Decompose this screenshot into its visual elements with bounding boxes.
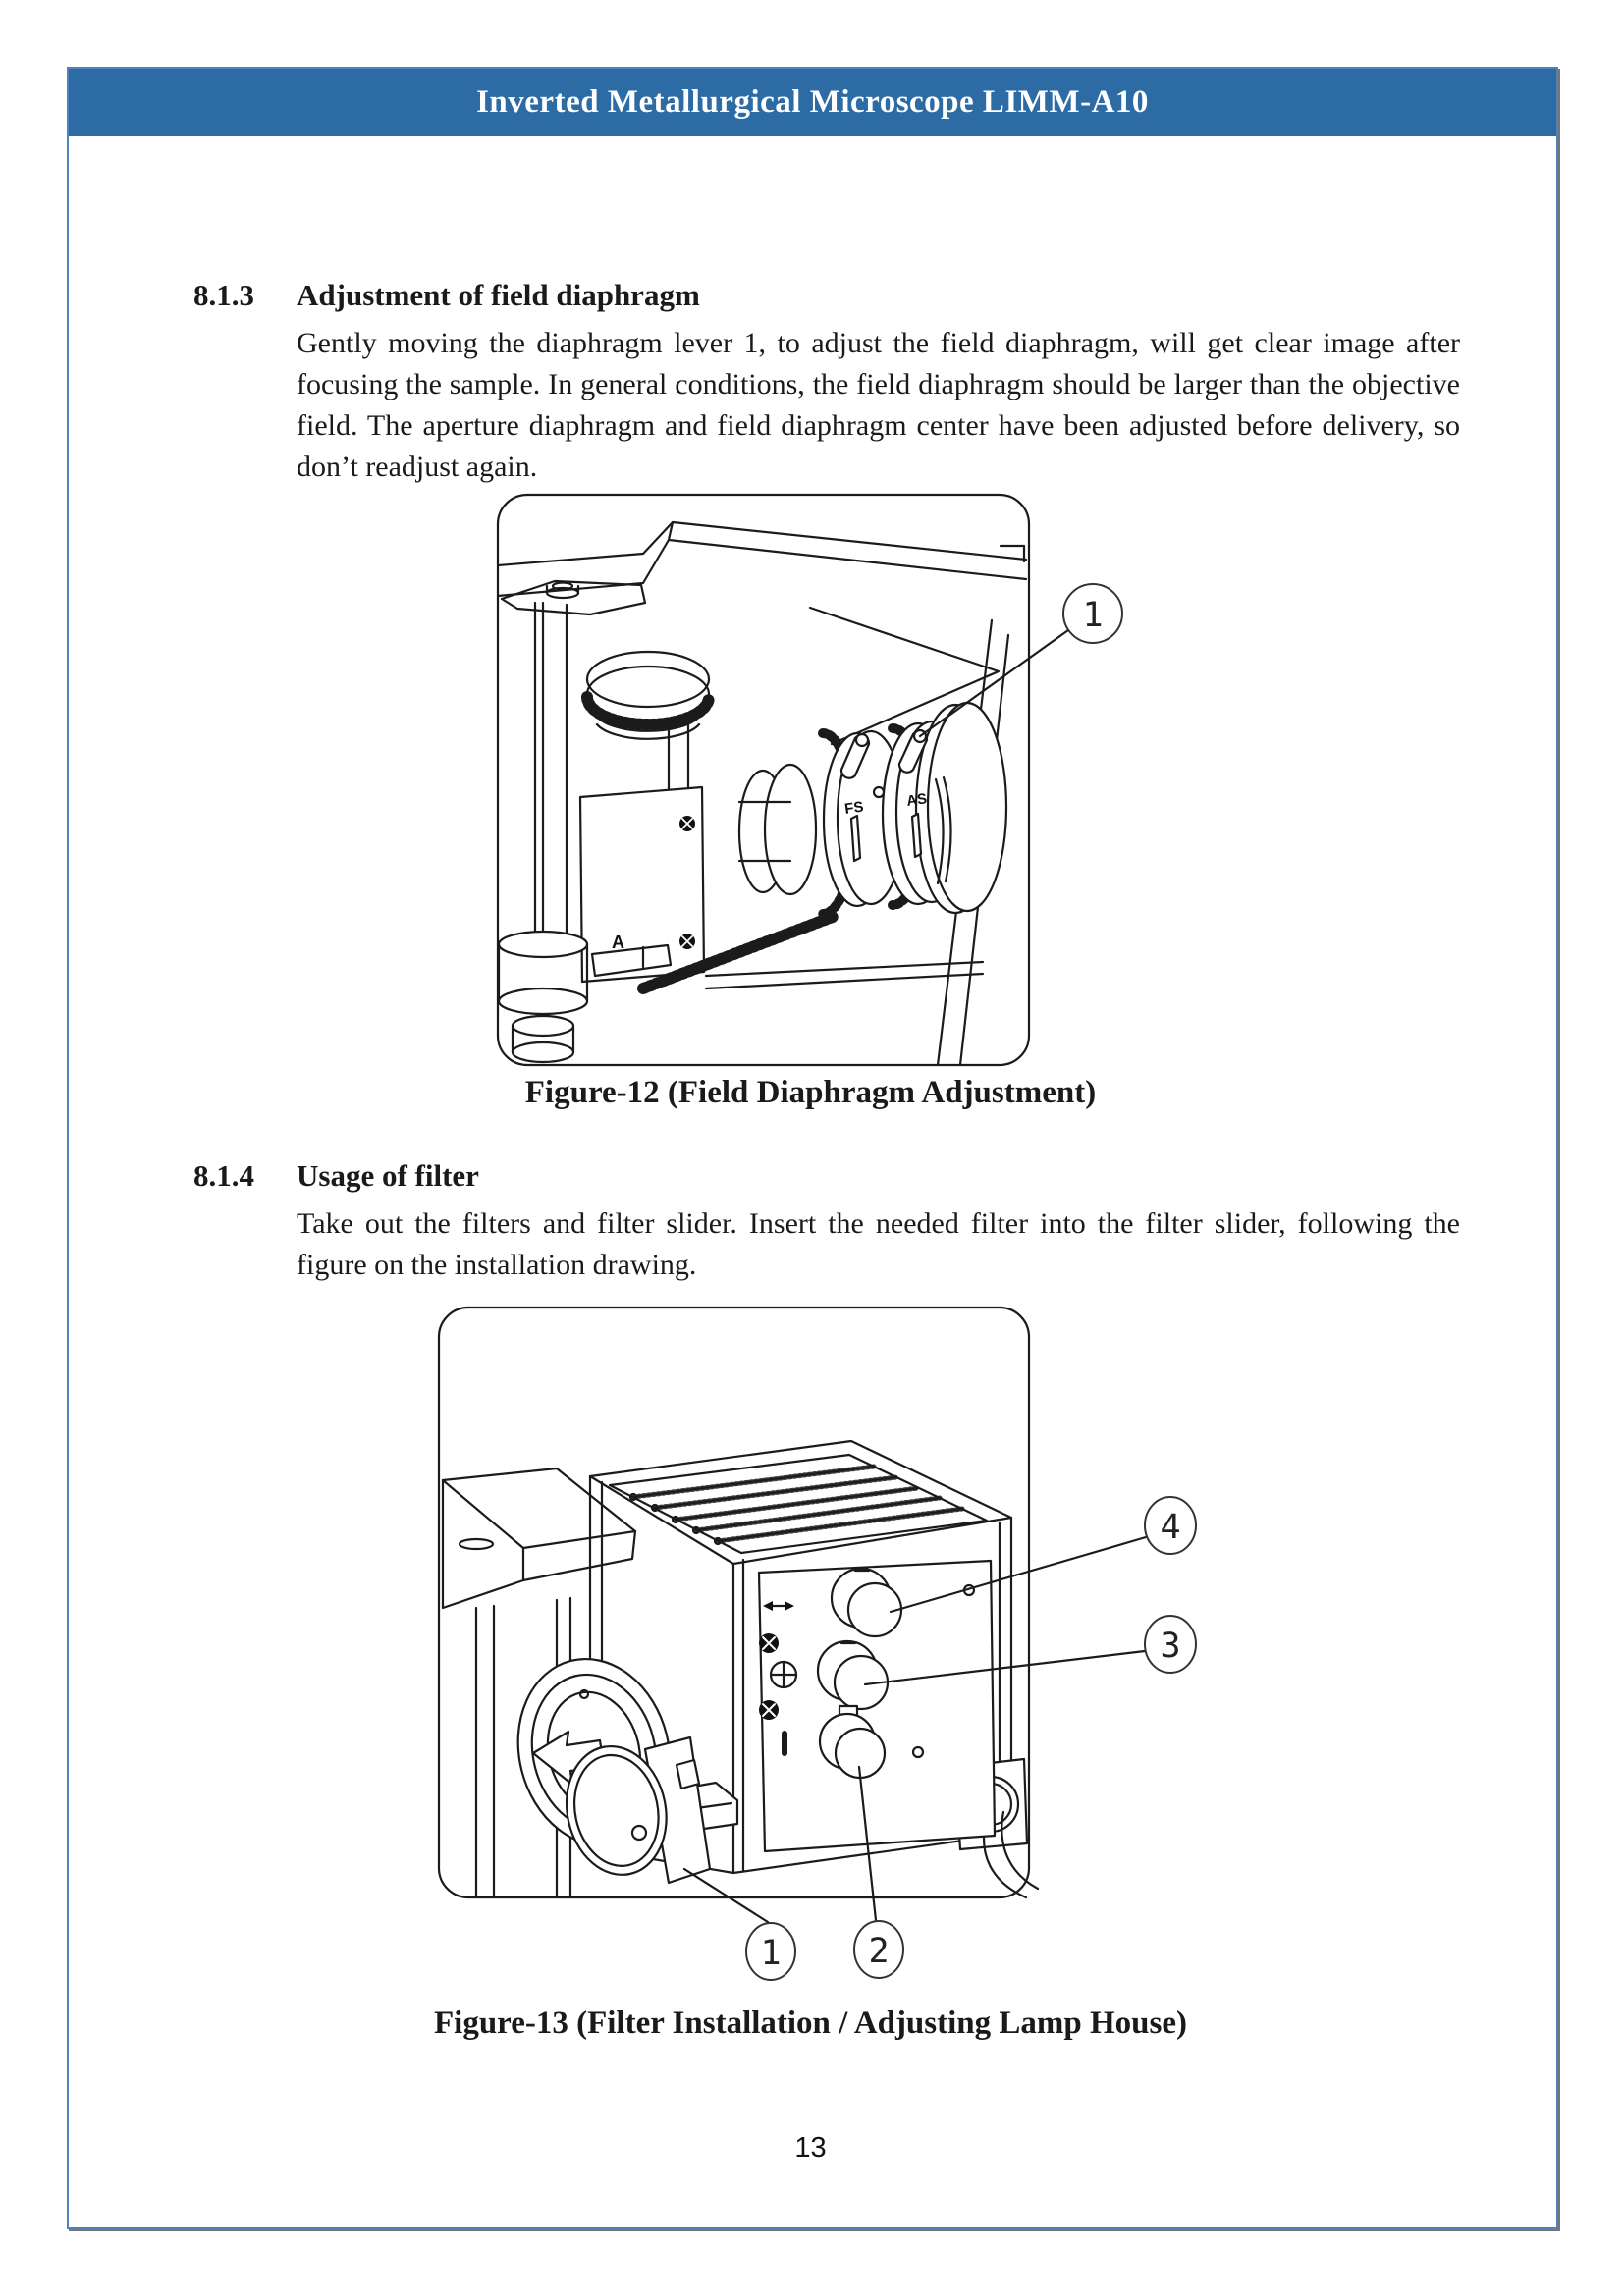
back-plate xyxy=(926,701,1008,913)
arm-beam xyxy=(667,520,1028,581)
curved-slot xyxy=(934,775,952,885)
callout-1-leader xyxy=(682,1867,770,1924)
vent-grille xyxy=(628,1464,965,1546)
roller-bottom xyxy=(497,987,589,1016)
roller-small-bottom xyxy=(511,1041,575,1064)
callout-4-leader xyxy=(889,1535,1148,1614)
gear-axle xyxy=(667,719,690,793)
figure-12-border xyxy=(496,493,1031,1067)
callout-4-label: 4 xyxy=(1160,1508,1180,1547)
callout-1-badge xyxy=(745,1922,796,1981)
support-column xyxy=(533,601,568,938)
mount-plate xyxy=(500,579,647,616)
cap-sides xyxy=(545,584,580,595)
callout-3-badge xyxy=(1144,1615,1197,1674)
section-number-814: 8.1.4 xyxy=(193,1158,254,1193)
slider-hole xyxy=(630,1824,648,1842)
roller-small-sides xyxy=(511,1024,575,1054)
figure-12-drawing: A FS AS 1 xyxy=(496,493,1123,1067)
stand-column xyxy=(474,1596,572,1897)
reflector-plate xyxy=(808,606,1001,746)
gear-top xyxy=(585,650,711,709)
label-fs: FS xyxy=(843,798,864,818)
section-heading-813: Adjustment of field diaphragm xyxy=(297,278,700,312)
base-lines xyxy=(704,960,985,990)
section-number-813: 8.1.3 xyxy=(193,278,254,312)
index-dot xyxy=(872,785,886,799)
panel-icons xyxy=(759,1601,798,1756)
lower-ring xyxy=(595,715,701,740)
callout-1-leader xyxy=(918,628,1070,738)
screw-slot xyxy=(681,935,693,947)
page-title: Inverted Metallurgical Microscope LIMM-A… xyxy=(476,84,1149,120)
section-body-813: Gently moving the diaphragm lever 1, to … xyxy=(297,327,1460,483)
screw-slot xyxy=(681,818,693,829)
barrel-dot xyxy=(578,1688,590,1700)
page-frame: Inverted Metallurgical Microscope LIMM-A… xyxy=(67,67,1558,2229)
tube-collar xyxy=(763,763,818,896)
diaphragm-box xyxy=(578,785,706,984)
callout-3-leader xyxy=(863,1649,1147,1686)
knurled-strip xyxy=(637,911,839,994)
gear-teeth xyxy=(581,691,715,730)
callout-1-label: 1 xyxy=(1082,596,1103,635)
slider-notch xyxy=(675,1758,701,1790)
callout-1-label: 1 xyxy=(760,1934,781,1973)
filter-slider-head xyxy=(565,1744,668,1876)
callout-2-label: 2 xyxy=(868,1932,889,1971)
arm-band xyxy=(496,520,675,598)
callout-2-badge xyxy=(853,1920,904,1979)
plate-hole xyxy=(458,1537,495,1551)
slider-tab xyxy=(590,943,673,978)
tube-lines xyxy=(737,800,792,863)
section-heading-814: Usage of filter xyxy=(297,1158,479,1193)
label-as: AS xyxy=(905,790,928,810)
fs-lever-cap xyxy=(854,732,870,748)
control-panel xyxy=(757,1559,997,1853)
fs-slot xyxy=(849,814,862,863)
section-body-814: Take out the filters and filter slider. … xyxy=(297,1207,1460,1281)
figure-12-caption: Figure-12 (Field Diaphragm Adjustment) xyxy=(524,1075,1097,1110)
cap-top xyxy=(551,581,574,591)
panel-screw-hole xyxy=(911,1745,925,1759)
figure-13-border xyxy=(437,1306,1031,1899)
label-a: A xyxy=(612,933,624,952)
callout-4-badge xyxy=(1144,1496,1197,1555)
figure-13-drawing: 4 3 1 2 xyxy=(437,1306,1197,1981)
roller-sides xyxy=(497,942,589,1003)
header-bar: Inverted Metallurgical Microscope LIMM-A… xyxy=(69,69,1556,136)
page-number: 13 xyxy=(794,2132,827,2163)
roller-top xyxy=(497,930,589,959)
callout-1-badge xyxy=(1062,583,1123,644)
figure-13-caption: Figure-13 (Filter Installation / Adjusti… xyxy=(434,2005,1187,2041)
arm-plate-sides xyxy=(441,1478,637,1610)
arm-bracket xyxy=(999,544,1026,563)
callout-2-leader xyxy=(857,1765,878,1922)
roller-small-top xyxy=(511,1014,575,1038)
callout-3-label: 3 xyxy=(1160,1627,1180,1666)
adjustment-knobs xyxy=(816,1567,903,1780)
as-slot xyxy=(910,812,923,859)
